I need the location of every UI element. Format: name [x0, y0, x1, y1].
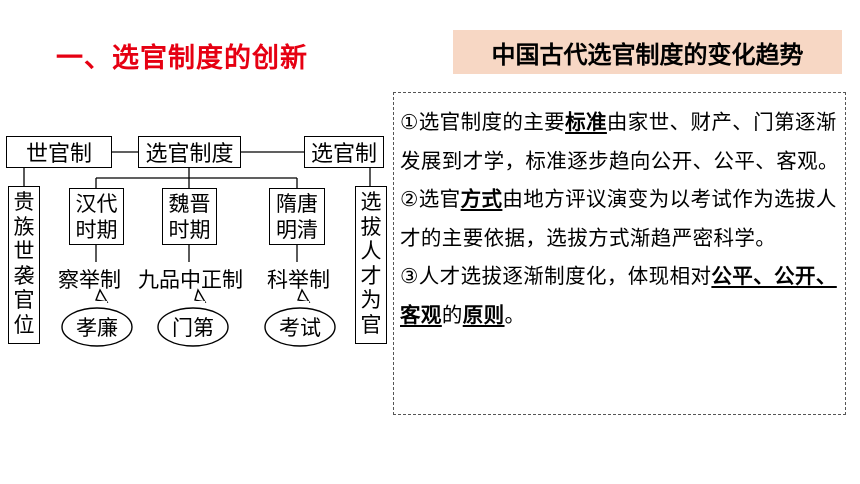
- period-wei-line1: 魏晋: [168, 191, 211, 216]
- vertical-text-left: 贵族世袭官位: [9, 190, 39, 337]
- point-1-keyword: 标准: [565, 110, 607, 134]
- system-label-wei: 九品中正制: [138, 268, 243, 292]
- period-sui-line2: 明清: [276, 217, 318, 242]
- trend-points-panel: ①选官制度的主要标准由家世、财产、门第逐渐发展到才学，标准逐步趋向公开、公平、客…: [393, 92, 846, 415]
- vertical-char: 为: [360, 288, 382, 312]
- bubble-text-wei: 门第: [172, 316, 214, 340]
- vertical-char: 世: [13, 239, 35, 263]
- point-3-pre: ③人才选拔逐渐制度化，体现相对: [400, 264, 712, 288]
- period-han-line1: 汉代: [75, 191, 118, 216]
- box-hereditary-system: 世官制: [6, 136, 112, 168]
- vertical-char: 官: [360, 312, 382, 337]
- vertical-char: 位: [13, 312, 35, 337]
- section-title: 一、选官制度的创新: [56, 43, 308, 74]
- point-1-pre: ①选官制度的主要: [400, 110, 566, 134]
- trend-title: 中国古代选官制度的变化趋势: [491, 40, 804, 69]
- bubble-text-sui: 考试: [279, 316, 321, 340]
- box-selection-system: 选官制: [304, 136, 384, 168]
- vertical-char: 贵: [13, 190, 35, 214]
- bubble-text-han: 孝廉: [76, 316, 118, 340]
- trend-title-banner: 中国古代选官制度的变化趋势: [453, 30, 842, 74]
- vertical-box-left: 贵族世袭官位: [8, 186, 40, 344]
- system-label-sui: 科举制: [267, 268, 330, 292]
- point-method: ②选官方式由地方评议演变为以考试作为选拔人才的主要依据，选拔方式渐趋严密科学。: [400, 180, 839, 257]
- point-institutionalization: ③人才选拔逐渐制度化，体现相对公平、公开、客观的原则。: [400, 257, 839, 334]
- vertical-char: 选: [360, 190, 382, 214]
- point-standard: ①选官制度的主要标准由家世、财产、门第逐渐发展到才学，标准逐步趋向公开、公平、客…: [400, 103, 839, 180]
- bubble-sui: [264, 307, 336, 347]
- point-2-pre: ②选官: [400, 187, 461, 211]
- point-3-mid: 的: [441, 302, 463, 327]
- period-box-sui: 隋唐 明清: [269, 188, 325, 245]
- vertical-char: 才: [360, 263, 382, 288]
- period-box-wei: 魏晋 时期: [162, 188, 217, 245]
- vertical-char: 人: [360, 239, 382, 263]
- vertical-char: 袭: [13, 263, 35, 288]
- point-1-post: 由家世、财产、门第逐渐发展到才学，标准逐步趋向公开、公平、客观。: [400, 110, 839, 173]
- system-label-han: 察举制: [58, 268, 121, 292]
- vertical-box-right: 选拔人才为官: [355, 186, 387, 344]
- period-han-line2: 时期: [75, 217, 118, 242]
- period-wei-line2: 时期: [168, 217, 211, 242]
- point-2-keyword: 方式: [460, 187, 503, 211]
- period-box-han: 汉代 时期: [69, 188, 124, 245]
- bubble-han: [61, 307, 133, 347]
- bubble-wei: [157, 307, 229, 347]
- period-sui-line1: 隋唐: [276, 191, 318, 216]
- vertical-char: 拔: [360, 214, 382, 239]
- vertical-char: 族: [13, 214, 35, 239]
- box-official-selection-system: 选官制度: [138, 136, 241, 168]
- point-3-keyword-2: 原则: [462, 302, 505, 327]
- vertical-text-right: 选拔人才为官: [356, 190, 386, 337]
- point-3-keyword: 公平、公开、客观: [400, 264, 837, 327]
- point-3-post: 。: [504, 302, 526, 327]
- point-2-post: 由地方评议演变为以考试作为选拔人才的主要依据，选拔方式渐趋严密科学。: [400, 187, 837, 250]
- vertical-char: 官: [13, 288, 35, 312]
